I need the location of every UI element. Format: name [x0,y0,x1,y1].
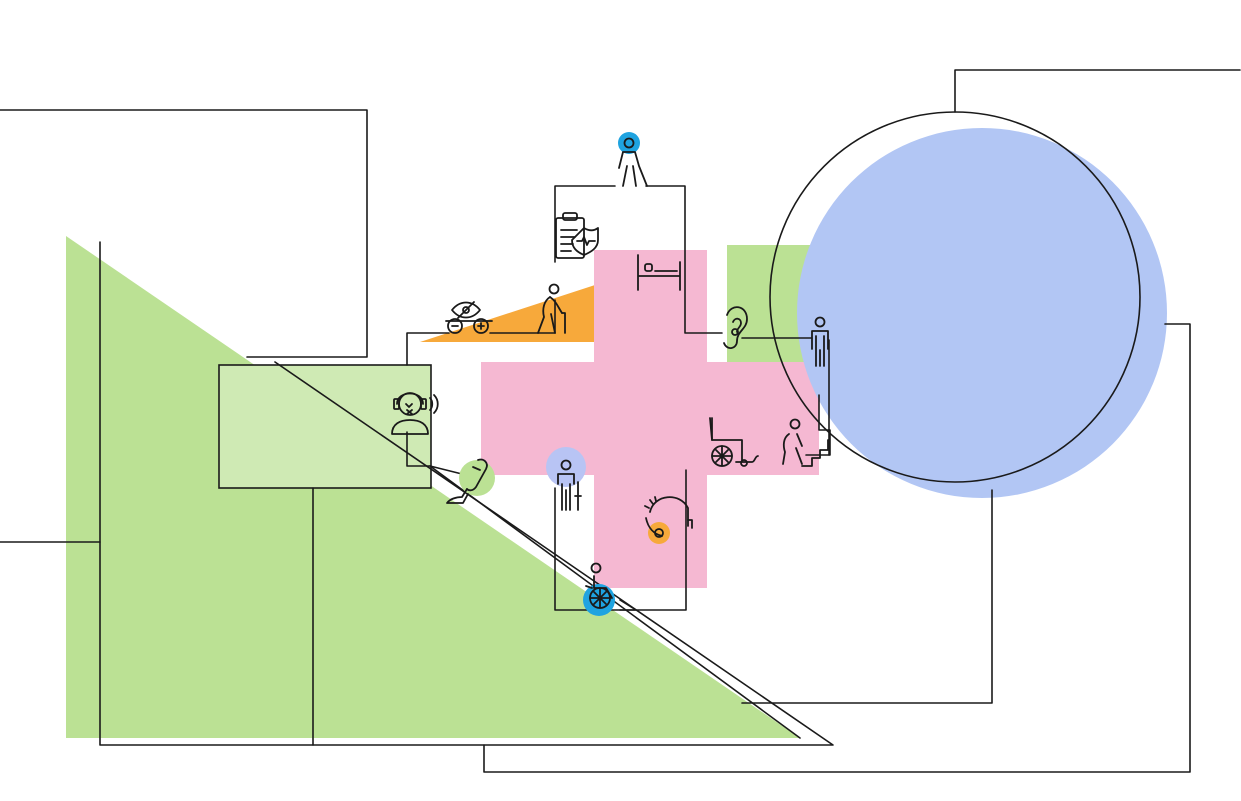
prosthetic-leg-icon [446,458,488,504]
green-dot [459,460,495,496]
lavender-dot [546,447,586,487]
large-green-triangle [66,236,800,738]
pale-green-box [218,364,432,489]
hospital-bed-icon [637,254,681,291]
person-stairs-icon [782,418,829,467]
elderly-person-cane-icon [537,283,566,334]
pink-medical-cross [481,250,819,588]
blind-eye-vision-icon [445,301,493,334]
person-in-wheelchair-icon [585,562,613,609]
orange-dot [648,522,670,544]
outline-circle [769,111,1141,483]
headset-person-icon [391,392,439,435]
standing-person-icon [811,316,829,367]
blue-circle [797,128,1167,498]
walking-person-icon [618,137,648,187]
wheelchair-icon [709,417,759,467]
medical-clipboard-shield-icon [555,212,599,259]
ear-hearing-icon [723,306,748,349]
crutch-person-icon [557,459,582,511]
connector-lines [0,69,1241,773]
blue-dot-top [618,132,640,154]
orange-wedge [420,285,595,342]
hearing-aid-icon [644,496,693,538]
